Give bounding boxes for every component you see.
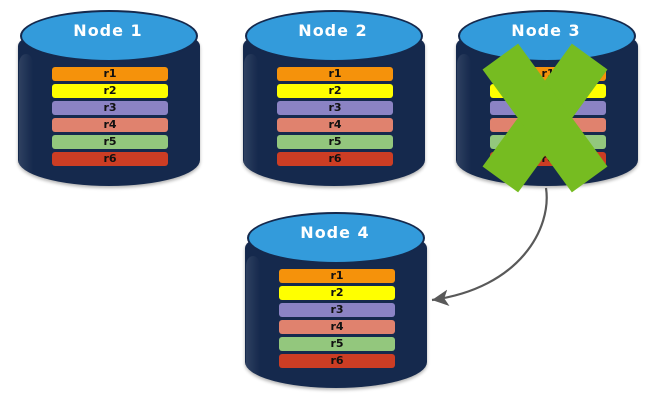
row-bar[interactable]: r4 (490, 118, 606, 132)
row-bar[interactable]: r3 (279, 303, 395, 317)
row-bar[interactable]: r6 (279, 354, 395, 368)
row-bar[interactable]: r3 (277, 101, 393, 115)
cylinder-top-ellipse (247, 212, 425, 264)
row-bar[interactable]: r4 (52, 118, 168, 132)
row-bar[interactable]: r2 (52, 84, 168, 98)
row-list-4: r1 r2 r3 r4 r5 r6 (279, 269, 395, 368)
row-bar[interactable]: r1 (277, 67, 393, 81)
row-bar[interactable]: r3 (52, 101, 168, 115)
row-bar[interactable]: r2 (490, 84, 606, 98)
cylinder-highlight (457, 54, 471, 184)
row-bar[interactable]: r1 (490, 67, 606, 81)
row-list-1: r1 r2 r3 r4 r5 r6 (52, 67, 168, 166)
row-bar[interactable]: r4 (277, 118, 393, 132)
row-bar[interactable]: r1 (279, 269, 395, 283)
row-bar[interactable]: r5 (490, 135, 606, 149)
arrow-path (431, 187, 548, 306)
row-bar[interactable]: r3 (490, 101, 606, 115)
node-title-2: Node 2 (298, 21, 368, 40)
row-bar[interactable]: r1 (52, 67, 168, 81)
node-cylinder-3[interactable]: Node 3 r1 r2 r3 r4 r5 r6 (456, 6, 638, 186)
row-bar[interactable]: r2 (279, 286, 395, 300)
row-list-2: r1 r2 r3 r4 r5 r6 (277, 67, 393, 166)
row-bar[interactable]: r6 (490, 152, 606, 166)
cylinder-highlight (246, 256, 260, 386)
row-bar[interactable]: r6 (52, 152, 168, 166)
row-bar[interactable]: r4 (279, 320, 395, 334)
node-cylinder-1[interactable]: Node 1 r1 r2 r3 r4 r5 r6 (18, 6, 200, 186)
cylinder-top-ellipse (245, 10, 423, 62)
cylinder-highlight (19, 54, 33, 184)
row-bar[interactable]: r5 (52, 135, 168, 149)
row-bar[interactable]: r5 (277, 135, 393, 149)
row-bar[interactable]: r6 (277, 152, 393, 166)
node-cylinder-4[interactable]: Node 4 r1 r2 r3 r4 r5 r6 (245, 208, 427, 388)
node-cylinder-2[interactable]: Node 2 r1 r2 r3 r4 r5 r6 (243, 6, 425, 186)
row-bar[interactable]: r2 (277, 84, 393, 98)
node-title-1: Node 1 (73, 21, 143, 40)
row-bar[interactable]: r5 (279, 337, 395, 351)
cylinder-top-ellipse (20, 10, 198, 62)
row-list-3: r1 r2 r3 r4 r5 r6 (490, 67, 606, 166)
node-title-4: Node 4 (300, 223, 370, 242)
cylinder-highlight (244, 54, 258, 184)
node-title-3: Node 3 (511, 21, 581, 40)
